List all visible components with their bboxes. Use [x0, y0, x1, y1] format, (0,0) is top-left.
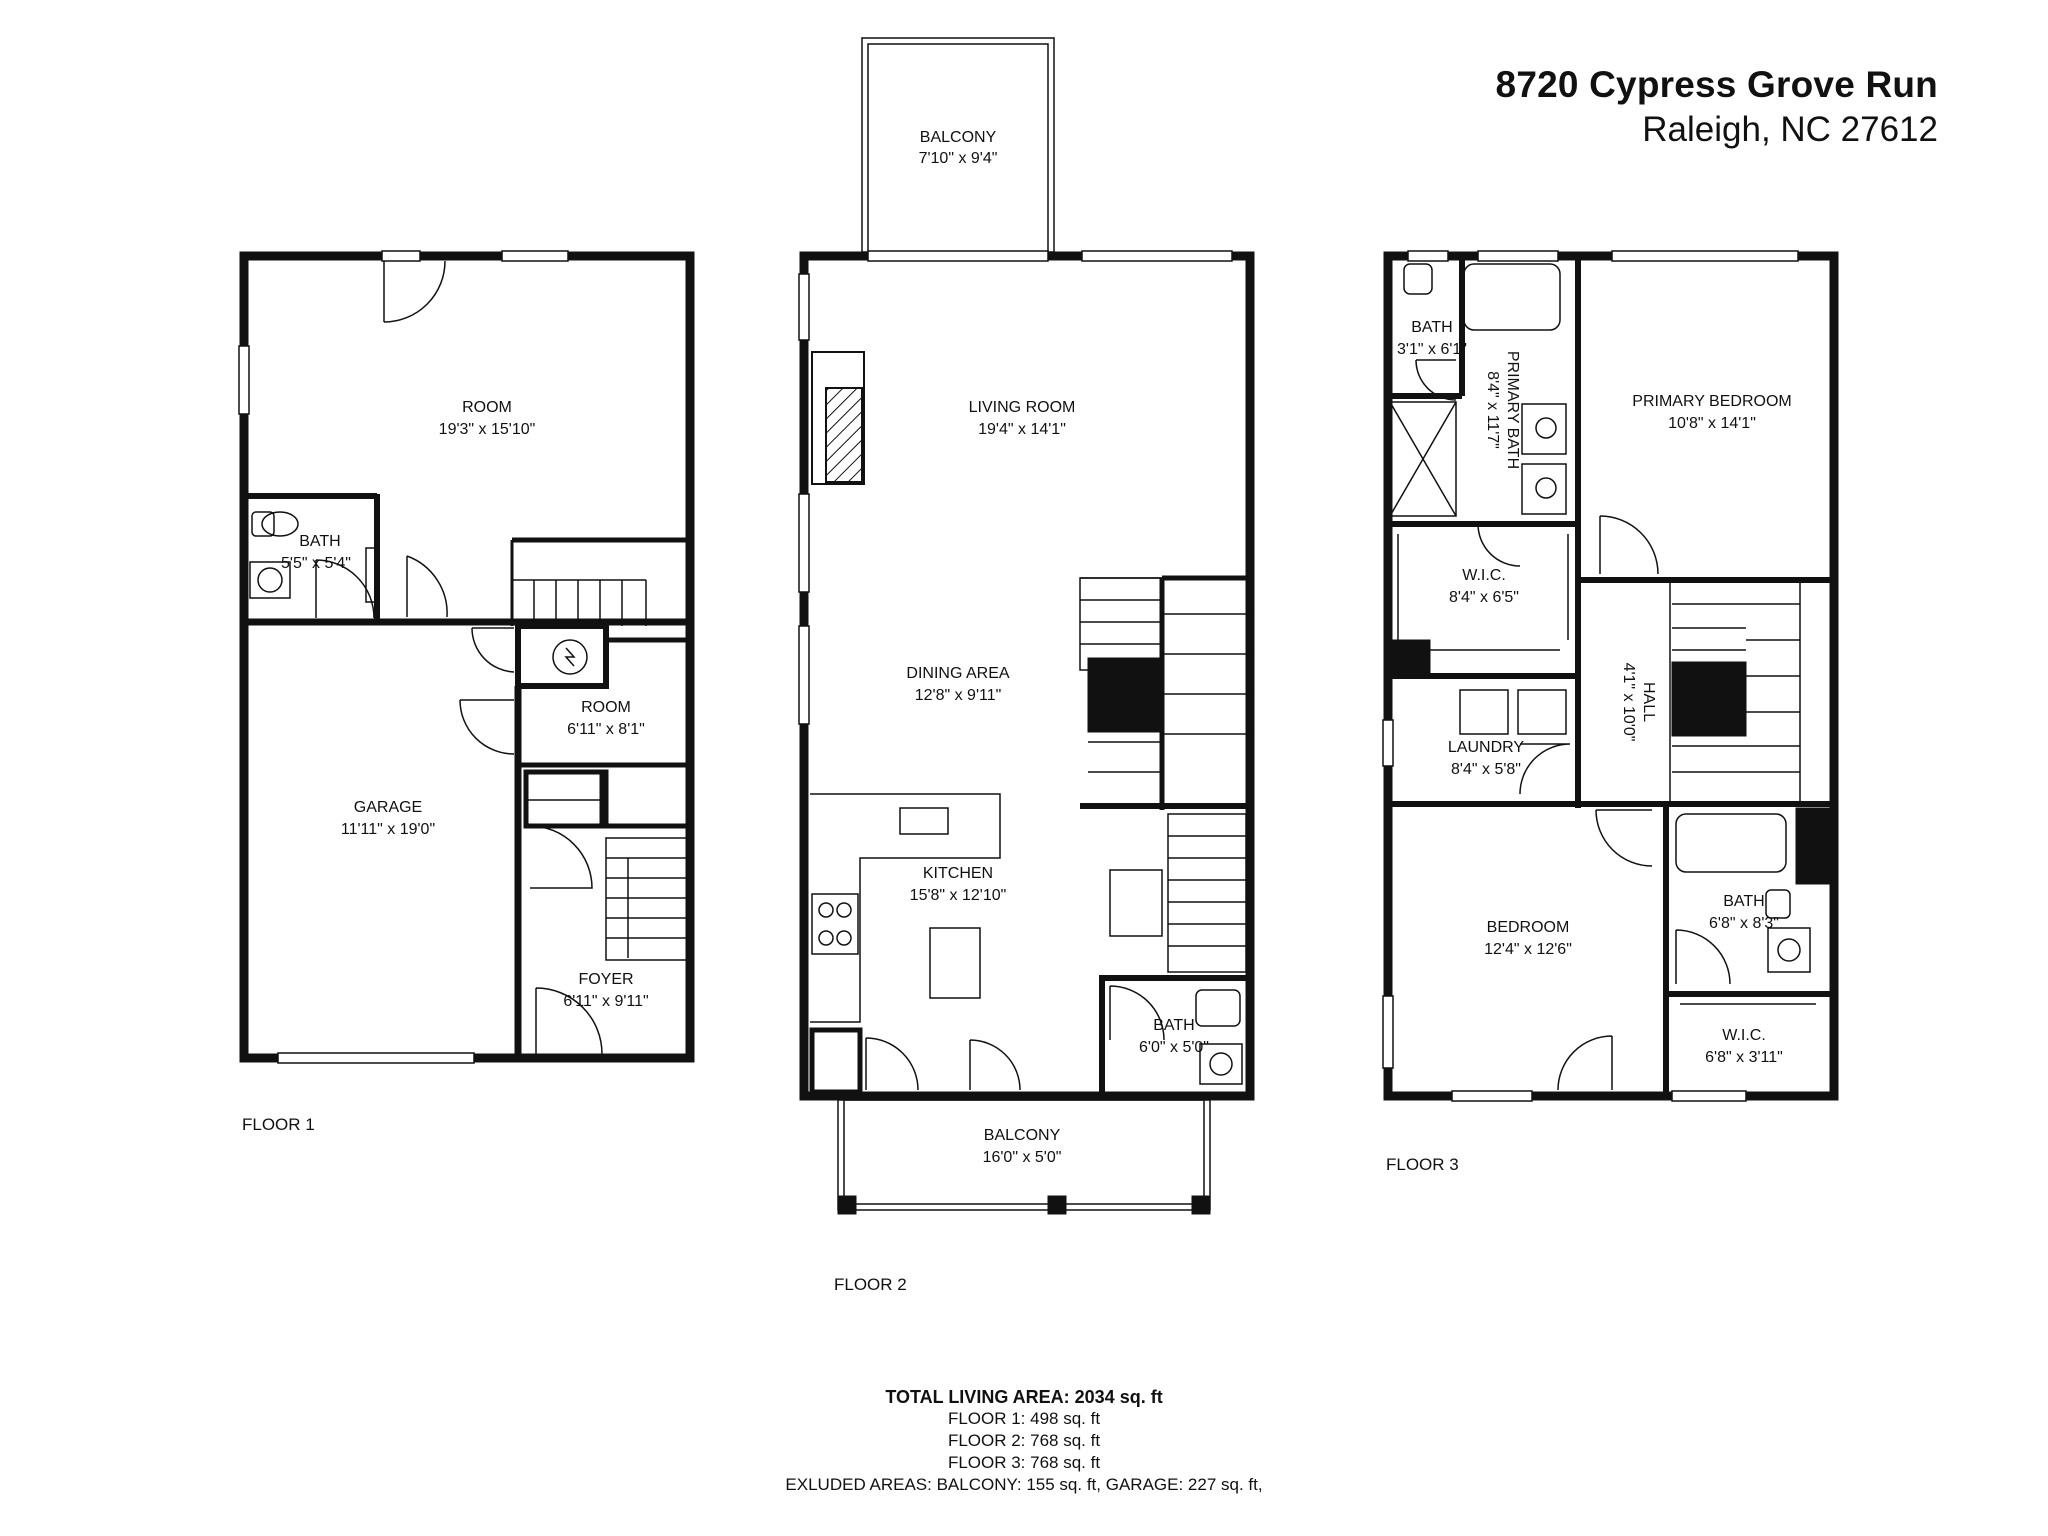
room-name: KITCHEN: [923, 865, 993, 882]
room-size: 7'10" x 9'4": [919, 150, 998, 167]
summary-line: FLOOR 1: 498 sq. ft: [947, 1409, 1101, 1428]
room-size: 8'4" x 5'8": [1451, 761, 1521, 778]
room-name: LAUNDRY: [1448, 739, 1525, 756]
room-name: ROOM: [462, 399, 512, 416]
room-name: HALL: [1640, 682, 1657, 722]
room-name: W.I.C.: [1462, 567, 1506, 584]
address: 8720 Cypress Grove Run: [1495, 64, 1938, 105]
summary-line: EXLUDED AREAS: BALCONY: 155 sq. ft, GARA…: [785, 1475, 1263, 1494]
room-size: 4'1" x 10'0": [1620, 663, 1637, 742]
room-size: 3'1" x 6'1": [1397, 341, 1467, 358]
floor-1-label: FLOOR 1: [242, 1115, 315, 1134]
room-name: LIVING ROOM: [969, 399, 1076, 416]
room-name: FOYER: [578, 971, 633, 988]
room-size: 6'8" x 8'3": [1709, 915, 1779, 932]
room-name: PRIMARY BATH: [1504, 351, 1521, 469]
room-name: W.I.C.: [1722, 1027, 1766, 1044]
room-name: ROOM: [581, 699, 631, 716]
floor-1-plan: [238, 250, 695, 1064]
room-name: BALCONY: [984, 1127, 1061, 1144]
room-name: BALCONY: [920, 129, 997, 146]
room-name: GARAGE: [354, 799, 422, 816]
summary-line: FLOOR 3: 768 sq. ft: [947, 1453, 1101, 1472]
room-size: 19'4" x 14'1": [978, 421, 1066, 438]
room-size: 10'8" x 14'1": [1668, 415, 1756, 432]
room-name: BATH: [1411, 319, 1452, 336]
room-name: BATH: [1723, 893, 1764, 910]
area-summary: TOTAL LIVING AREA: 2034 sq. ft FLOOR 1: …: [0, 1386, 2048, 1496]
room-size: 6'11" x 9'11": [563, 993, 648, 1010]
room-name: BATH: [299, 533, 340, 550]
room-size: 16'0" x 5'0": [983, 1149, 1062, 1166]
room-size: 6'0" x 5'0": [1139, 1039, 1209, 1056]
room-name: DINING AREA: [906, 665, 1009, 682]
room-size: 6'11" x 8'1": [567, 721, 645, 738]
room-size: 5'5" x 5'4": [281, 555, 351, 572]
property-title: 8720 Cypress Grove Run Raleigh, NC 27612: [1496, 64, 1938, 150]
room-name: BATH: [1153, 1017, 1194, 1034]
floor-3-plan: [1382, 250, 1839, 1102]
room-size: 8'4" x 6'5": [1449, 589, 1519, 606]
total-living-area: TOTAL LIVING AREA: 2034 sq. ft: [885, 1387, 1163, 1407]
room-size: 19'3" x 15'10": [439, 421, 536, 438]
summary-line: FLOOR 2: 768 sq. ft: [947, 1431, 1101, 1450]
room-size: 11'11" x 19'0": [341, 821, 435, 838]
room-name: BEDROOM: [1487, 919, 1570, 936]
room-size: 12'8" x 9'11": [915, 687, 1002, 704]
room-size: 6'8" x 3'11": [1705, 1049, 1783, 1066]
floor-2-plan: [798, 37, 1255, 1215]
floor-2-label: FLOOR 2: [834, 1275, 907, 1294]
room-size: 8'4" x 11'7": [1484, 371, 1501, 449]
room-size: 15'8" x 12'10": [910, 887, 1007, 904]
floor-3-label: FLOOR 3: [1386, 1155, 1459, 1174]
room-size: 12'4" x 12'6": [1484, 941, 1572, 958]
room-name: PRIMARY BEDROOM: [1632, 393, 1791, 410]
room-labels: ROOM 19'3" x 15'10" BATH 5'5" x 5'4" ROO…: [281, 129, 1792, 1166]
city-state-zip: Raleigh, NC 27612: [1642, 110, 1938, 149]
